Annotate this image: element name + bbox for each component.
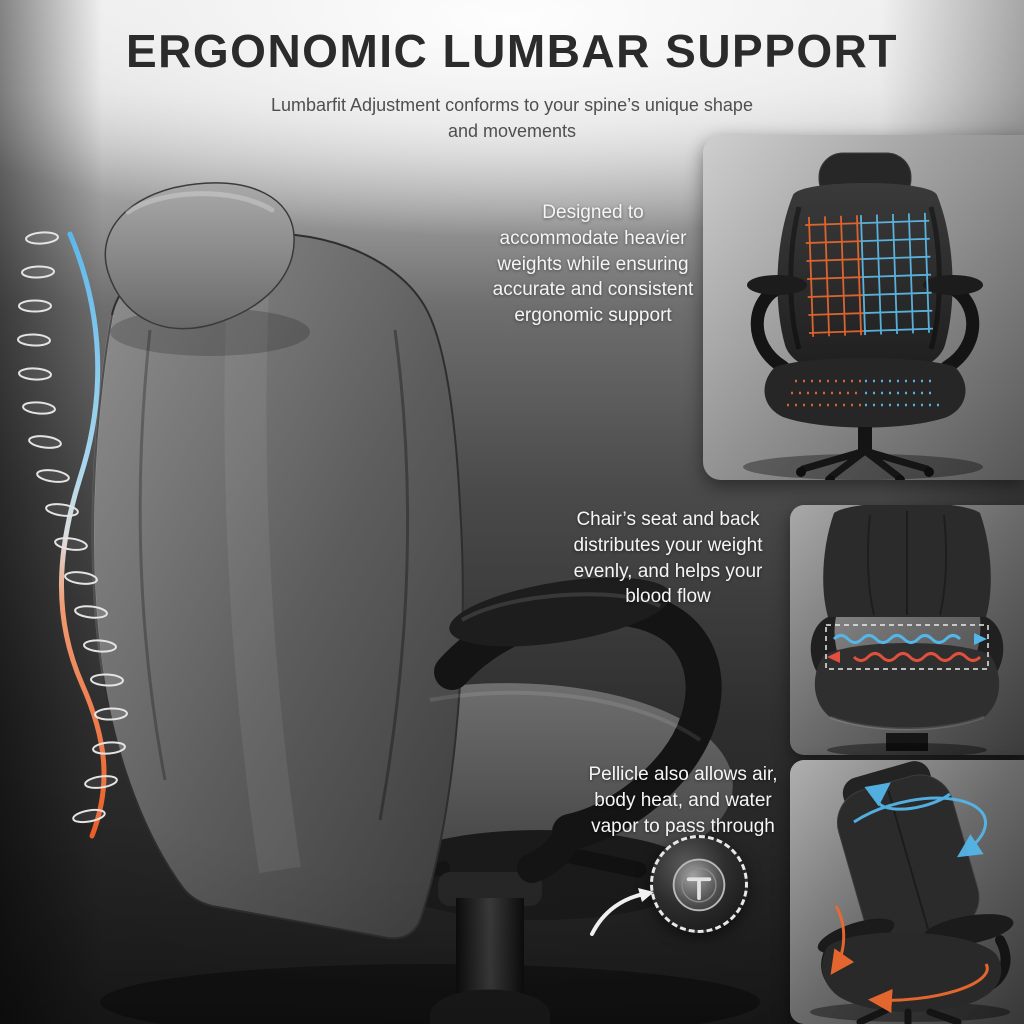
feature-text-weight-distribution: Chair’s seat and back distributes your w… — [573, 509, 763, 608]
airflow-arrows-icon — [830, 782, 989, 1013]
support-grid-overlay-icon — [805, 212, 933, 337]
photo-panel-ergonomic-grid — [703, 135, 1024, 480]
callout-arrow-icon — [590, 888, 654, 936]
feature-text-breathability: Pellicle also allows air, body heat, and… — [588, 764, 778, 837]
feature-text-weight-capacity: Designed to accommodate heavier weights … — [492, 202, 694, 327]
spine-diagram — [17, 231, 128, 839]
adjustment-knob-detail — [650, 835, 748, 933]
page-title: ERGONOMIC LUMBAR SUPPORT — [126, 25, 898, 77]
vertebrae-discs — [17, 231, 128, 824]
header: ERGONOMIC LUMBAR SUPPORT Lumbarfit Adjus… — [0, 24, 1024, 144]
weight-flow-arrows-icon — [825, 624, 989, 670]
page-subtitle: Lumbarfit Adjustment conforms to your sp… — [271, 95, 753, 142]
photo-panel-weight-distribution — [790, 505, 1024, 755]
photo-panel-airflow — [790, 760, 1024, 1024]
